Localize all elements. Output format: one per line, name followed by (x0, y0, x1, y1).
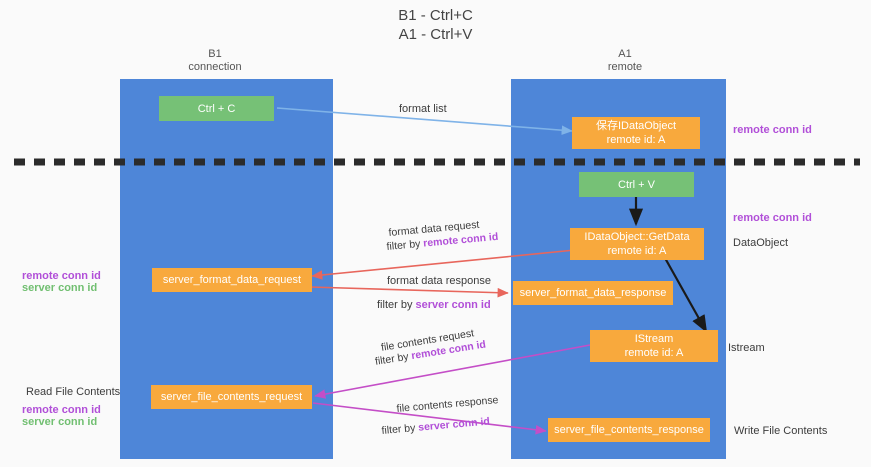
label-right-dataobject: DataObject (733, 237, 789, 249)
label-filter-prefix-4: filter by (381, 421, 419, 437)
box-server-file-contents-response[interactable]: server_file_contents_response (548, 418, 710, 442)
box-getdata-line2: remote id: A (607, 245, 667, 257)
box-ctrl-v[interactable]: Ctrl + V (579, 172, 694, 197)
label-format-data-response: format data response (387, 275, 491, 287)
label-left-server-conn-bot: server conn id (22, 416, 98, 428)
label-filter-prefix-1: filter by (386, 237, 424, 253)
box-idataobject-getdata[interactable]: IDataObject::GetData remote id: A (570, 228, 704, 260)
label-right-istream: Istream (728, 342, 765, 354)
lane-header-a1: A1 remote (565, 48, 685, 74)
label-filter-key-server-1: server conn id (415, 299, 491, 311)
lane-header-a1-name: A1 (618, 48, 632, 60)
page-title: B1 - Ctrl+C A1 - Ctrl+V (0, 6, 871, 44)
lane-header-b1: B1 connection (155, 48, 275, 74)
box-getdata-line1: IDataObject::GetData (584, 231, 690, 243)
label-filter-prefix-3: filter by (374, 350, 413, 368)
label-filter-prefix-2: filter by (377, 299, 416, 311)
label-file-contents-response-filter: filter by server conn id (381, 415, 490, 438)
box-server-format-data-response[interactable]: server_format_data_response (513, 281, 673, 305)
label-left-read-file-contents: Read File Contents (26, 386, 121, 398)
box-dataobject-remote[interactable]: 保存IDataObject remote id: A (572, 117, 700, 149)
label-format-list: format list (399, 103, 447, 115)
box-istream-line1: IStream (634, 333, 674, 345)
lane-header-a1-sub: remote (607, 61, 643, 73)
label-right-remote-conn-top: remote conn id (733, 124, 812, 136)
box-dataobject-remote-line1: 保存IDataObject (595, 120, 677, 132)
title-line-2: A1 - Ctrl+V (398, 26, 473, 43)
label-format-data-response-filter: filter by server conn id (377, 298, 491, 312)
label-file-contents-response: file contents response (396, 394, 499, 415)
box-istream-line2: remote id: A (624, 347, 684, 359)
label-right-write-file-contents: Write File Contents (734, 425, 828, 437)
label-filter-key-server-2: server conn id (417, 415, 491, 434)
box-ctrl-c[interactable]: Ctrl + C (159, 96, 274, 121)
lane-header-b1-name: B1 (208, 48, 222, 60)
box-dataobject-remote-line2: remote id: A (606, 134, 666, 146)
box-server-format-data-request[interactable]: server_format_data_request (152, 268, 312, 292)
title-line-1: B1 - Ctrl+C (398, 7, 473, 24)
box-istream[interactable]: IStream remote id: A (590, 330, 718, 362)
label-left-remote-conn-bot: remote conn id (22, 404, 101, 416)
label-right-remote-conn-mid: remote conn id (733, 212, 812, 224)
box-server-file-contents-request[interactable]: server_file_contents_request (151, 385, 312, 409)
label-left-server-conn-mid: server conn id (22, 282, 98, 294)
label-left-remote-conn-mid: remote conn id (22, 270, 101, 282)
lane-header-b1-sub: connection (188, 61, 242, 73)
